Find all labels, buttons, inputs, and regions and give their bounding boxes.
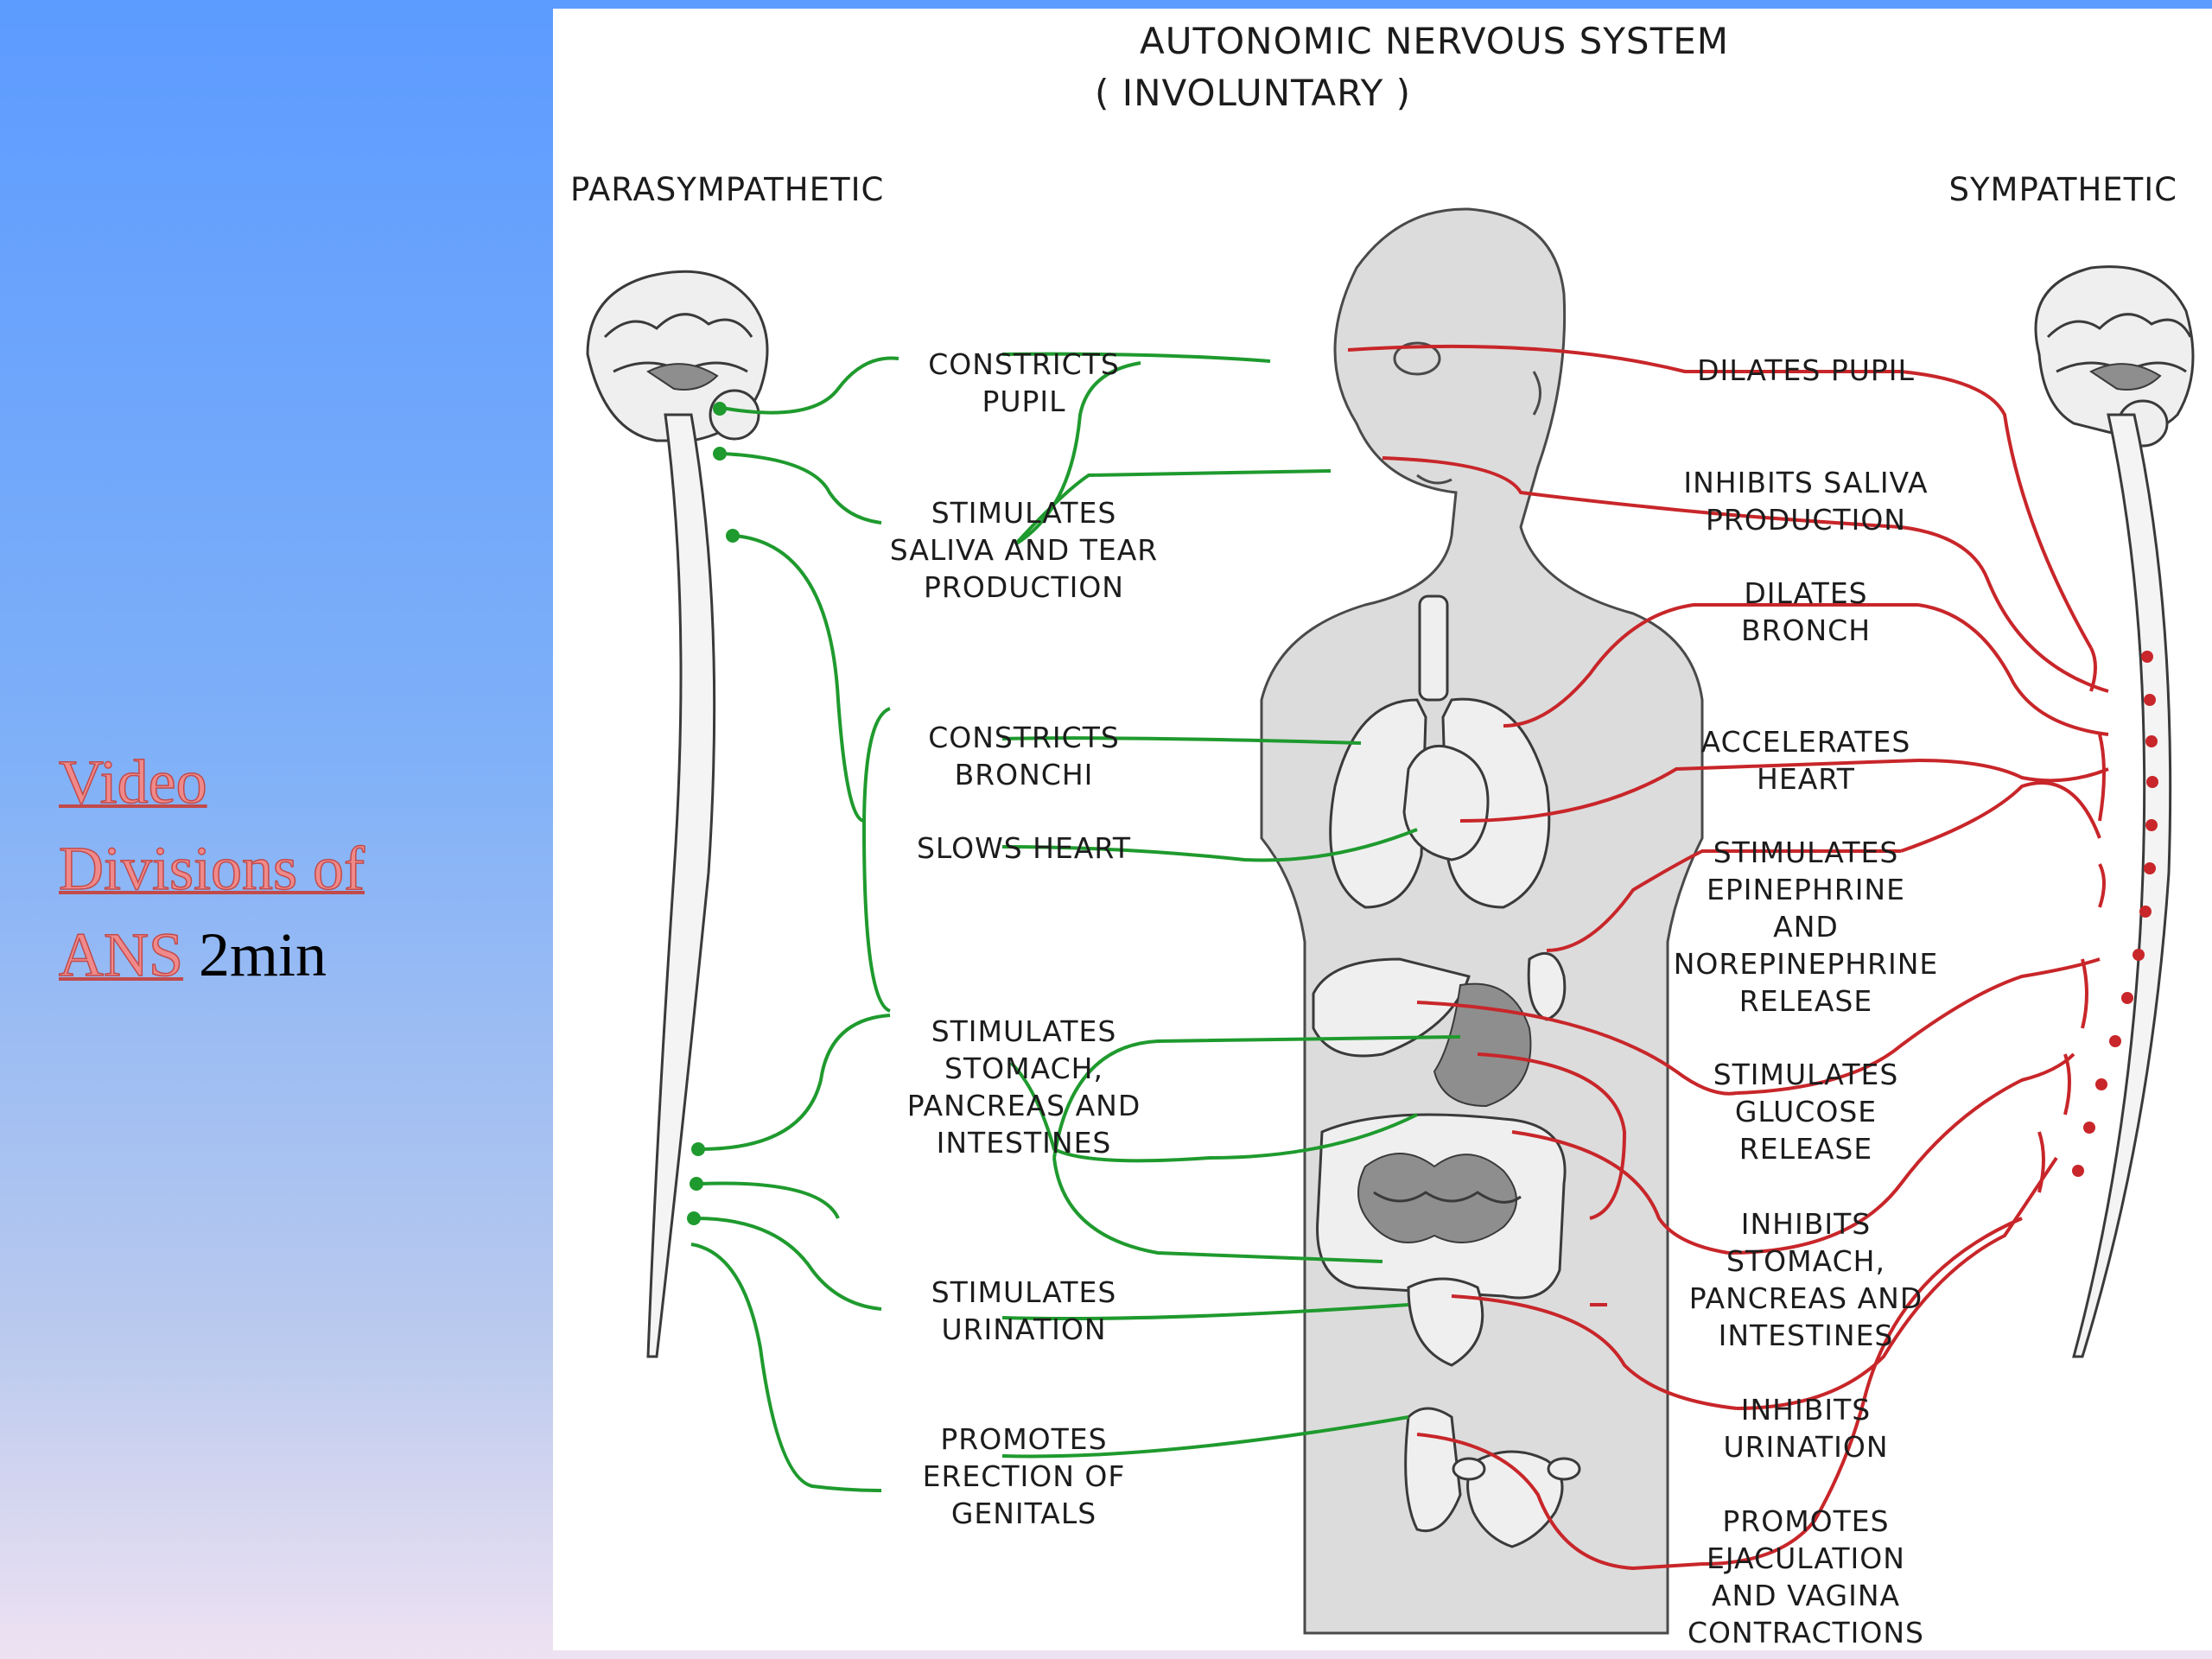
liver-icon [1312, 957, 1471, 1058]
symp-label-saliva-1: INHIBITS SALIVA [1683, 466, 1928, 499]
symp-label-glucose-1: STIMULATES [1713, 1058, 1899, 1091]
symp-label-glucose-2: GLUCOSE [1735, 1095, 1877, 1128]
symp-label-ejaculation-2: EJACULATION [1707, 1541, 1905, 1575]
left-brain-icon [586, 270, 769, 442]
para-label-stomach-2: STOMACH, [944, 1052, 1103, 1085]
para-label-stomach-3: PANCREAS AND [907, 1089, 1141, 1122]
symp-label-epinephrine-4: NOREPINEPHRINE [1674, 947, 1939, 981]
symp-label-epinephrine-2: EPINEPHRINE [1707, 873, 1905, 906]
sympathetic-heading: SYMPATHETIC [1948, 171, 2177, 208]
uterus-icon [1452, 1450, 1581, 1548]
video-link-line-3[interactable]: ANS [58, 919, 184, 990]
symp-label-bronch-2: BRONCH [1741, 613, 1871, 647]
symp-label-heart-2: HEART [1757, 762, 1855, 796]
para-label-constricts-pupil-2: PUPIL [982, 385, 1065, 418]
para-label-stomach-4: INTESTINES [937, 1126, 1112, 1160]
heart-icon [1402, 744, 1490, 861]
symp-label-saliva-2: PRODUCTION [1706, 503, 1906, 537]
parasympathetic-heading: PARASYMPATHETIC [570, 171, 884, 208]
sympathetic-nerves [1347, 344, 2109, 1571]
diagram-subtitle: ( INVOLUNTARY ) [1095, 72, 1411, 114]
para-label-stomach-1: STIMULATES [931, 1014, 1117, 1048]
symp-label-heart-1: ACCELERATES [1701, 725, 1911, 759]
para-label-bronchi-2: BRONCHI [955, 758, 1094, 791]
sympathetic-labels: DILATES PUPIL INHIBITS SALIVA PRODUCTION… [1674, 353, 1939, 1649]
parasympathetic-nerves [687, 352, 1461, 1492]
symp-label-glucose-3: RELEASE [1739, 1132, 1872, 1166]
ans-diagram: AUTONOMIC NERVOUS SYSTEM ( INVOLUNTARY )… [570, 20, 2195, 1649]
para-label-slows-heart: SLOWS HEART [917, 831, 1131, 865]
bladder-icon [1407, 1277, 1484, 1367]
genitals-icon [1404, 1407, 1462, 1532]
para-label-bronchi-1: CONSTRICTS [928, 721, 1120, 754]
symp-label-ejaculation-3: AND VAGINA [1712, 1579, 1900, 1612]
para-label-constricts-pupil-1: CONSTRICTS [928, 347, 1120, 381]
symp-label-stomach-4: INTESTINES [1719, 1319, 1894, 1352]
symp-label-epinephrine-3: AND [1773, 910, 1839, 944]
sympathetic-ganglia [2072, 651, 2158, 1177]
right-brain-icon [2034, 265, 2195, 448]
para-label-urination-2: URINATION [941, 1313, 1106, 1346]
diagram-title: AUTONOMIC NERVOUS SYSTEM [1140, 20, 1729, 62]
para-label-genitals-2: ERECTION OF [923, 1459, 1126, 1493]
symp-label-dilates-pupil: DILATES PUPIL [1697, 353, 1915, 387]
body-illustration [1260, 207, 1704, 1635]
symp-label-stomach-2: STOMACH, [1726, 1244, 1885, 1278]
para-label-saliva-3: PRODUCTION [924, 570, 1124, 604]
video-duration: 2min [199, 920, 327, 989]
symp-label-bronch-1: DILATES [1744, 576, 1867, 610]
symp-label-epinephrine-1: STIMULATES [1713, 836, 1899, 869]
symp-label-ejaculation-4: CONTRACTIONS [1688, 1616, 1924, 1649]
symp-label-stomach-3: PANCREAS AND [1689, 1281, 1923, 1315]
adrenal-icon [1527, 951, 1567, 1021]
ans-diagram-panel: AUTONOMIC NERVOUS SYSTEM ( INVOLUNTARY )… [553, 9, 2212, 1650]
symp-label-urination-1: INHIBITS [1741, 1393, 1871, 1427]
stomach-icon [1433, 982, 1532, 1108]
eye-icon [1393, 341, 1441, 376]
video-link-line-1[interactable]: Video [58, 747, 207, 817]
parasympathetic-labels: CONSTRICTS PUPIL STIMULATES SALIVA AND T… [890, 347, 1158, 1530]
para-label-genitals-3: GENITALS [951, 1497, 1096, 1530]
lungs-icon [1329, 594, 1551, 909]
para-label-genitals-1: PROMOTES [940, 1422, 1107, 1456]
symp-label-ejaculation-1: PROMOTES [1722, 1504, 1889, 1538]
video-link-line-2[interactable]: Divisions of [58, 833, 365, 904]
right-spinal-cord-icon [2072, 413, 2172, 1358]
symp-label-epinephrine-5: RELEASE [1739, 984, 1872, 1018]
symp-label-stomach-1: INHIBITS [1741, 1207, 1871, 1241]
intestines-icon [1316, 1113, 1567, 1300]
para-label-urination-1: STIMULATES [931, 1275, 1117, 1309]
para-label-saliva-1: STIMULATES [931, 496, 1117, 530]
left-spinal-cord-icon [646, 413, 716, 1358]
symp-label-urination-2: URINATION [1723, 1430, 1888, 1464]
para-label-saliva-2: SALIVA AND TEAR [890, 533, 1158, 567]
